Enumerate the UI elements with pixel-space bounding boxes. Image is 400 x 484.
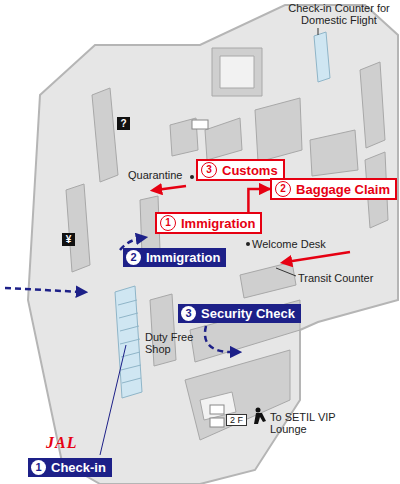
departure-step-box: 2 Immigration bbox=[123, 248, 226, 267]
airline-logo: JAL bbox=[46, 437, 106, 449]
callout-number: 2 bbox=[126, 250, 141, 265]
area-label: Quarantine bbox=[128, 169, 190, 181]
box-label: Security Check bbox=[201, 306, 295, 321]
callout-number: 1 bbox=[31, 460, 46, 475]
currency-icon: ¥ bbox=[62, 233, 75, 246]
box-label: ¥ bbox=[66, 234, 72, 245]
area-label: Check-in Counter for Domestic Flight bbox=[281, 2, 397, 26]
area-label: Transit Counter bbox=[298, 272, 393, 284]
info-icon: ? bbox=[117, 117, 130, 130]
departure-step-box: 1 Check-in bbox=[28, 458, 112, 477]
arrival-step-box: 2 Baggage Claim bbox=[270, 178, 397, 200]
area-label: To SETIL VIP Lounge bbox=[270, 411, 348, 435]
floor-tag: 2 F bbox=[226, 414, 247, 426]
area-label: Welcome Desk bbox=[252, 238, 342, 250]
callout-number: 3 bbox=[181, 306, 196, 321]
box-label: Baggage Claim bbox=[296, 182, 390, 197]
box-label: ? bbox=[120, 118, 126, 129]
box-label: Immigration bbox=[181, 216, 255, 231]
box-label: 2 F bbox=[230, 415, 243, 425]
callout-number: 3 bbox=[201, 162, 217, 178]
callout-number: 1 bbox=[160, 215, 176, 231]
arrival-step-box: 1 Immigration bbox=[155, 212, 262, 234]
route-arrow bbox=[248, 189, 270, 212]
box-label: Check-in bbox=[51, 460, 106, 475]
area-label: Duty Free Shop bbox=[145, 331, 195, 355]
box-label: Customs bbox=[222, 163, 278, 178]
departure-step-box: 3 Security Check bbox=[178, 304, 301, 323]
callout-number: 2 bbox=[275, 181, 291, 197]
box-label: Immigration bbox=[146, 250, 220, 265]
